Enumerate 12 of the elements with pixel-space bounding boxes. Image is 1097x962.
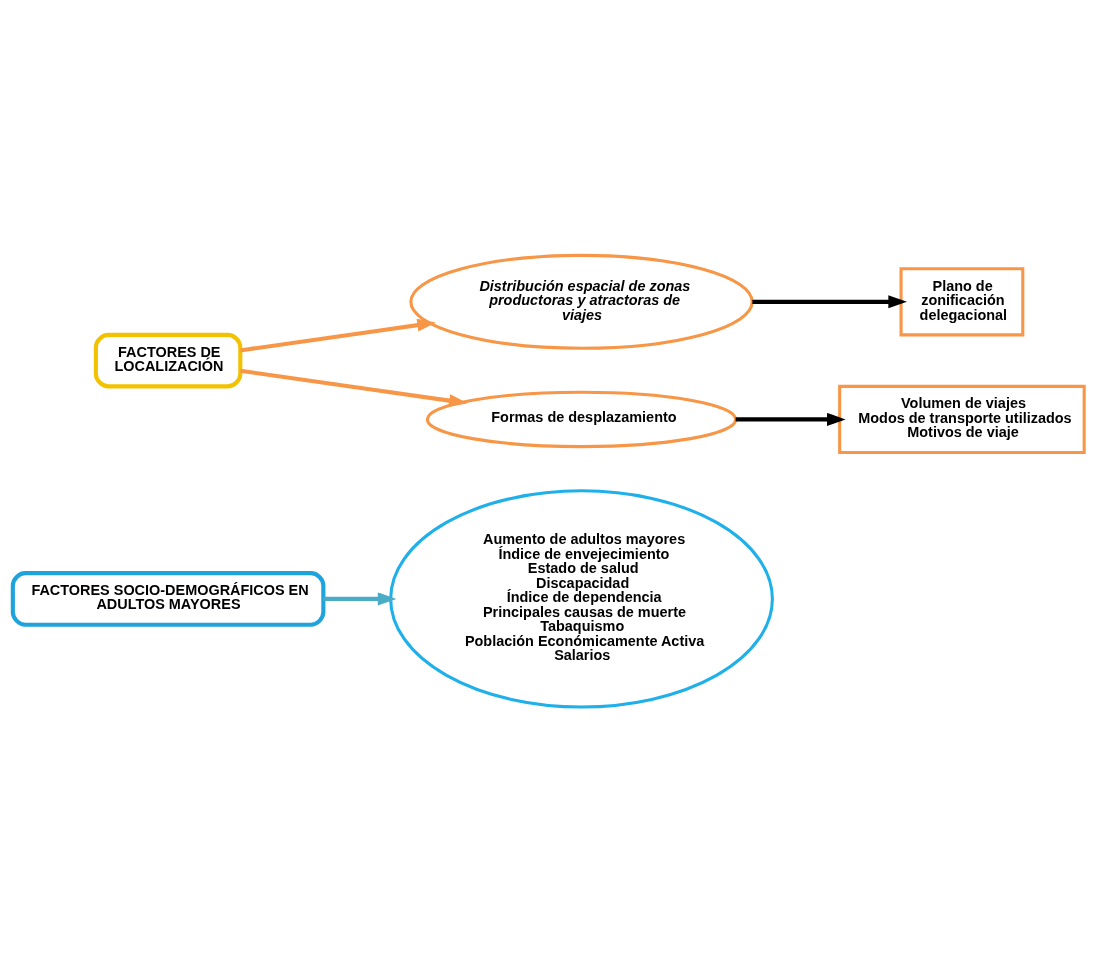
arrow [240,368,468,408]
arrow [752,295,907,309]
node-ellipse: Formas de desplazamiento [425,390,738,449]
arrow [735,412,846,426]
node-ellipse: Aumento de adultos mayores Índice de envejecimiento Estado de salud Discapacidad Índice de dependencia Principales causas de muerte Tabaquismo Población Económicamente Activa Salarios [389,489,774,709]
node-box: Plano de zonificación delegacional [899,267,1025,337]
node-box: FACTORES DE LOCALIZACIÓN [93,332,243,389]
arrow [323,592,397,606]
node-ellipse: Distribución espacial de zonas productoras y atractoras de viajes [409,253,754,350]
node-box: Volumen de viajes Modos de transporte utilizados Motivos de viaje [838,384,1086,454]
node-box: FACTORES SOCIO-DEMOGRÁFICOS EN ADULTOS MAYORES [10,571,326,627]
arrow [240,318,436,353]
